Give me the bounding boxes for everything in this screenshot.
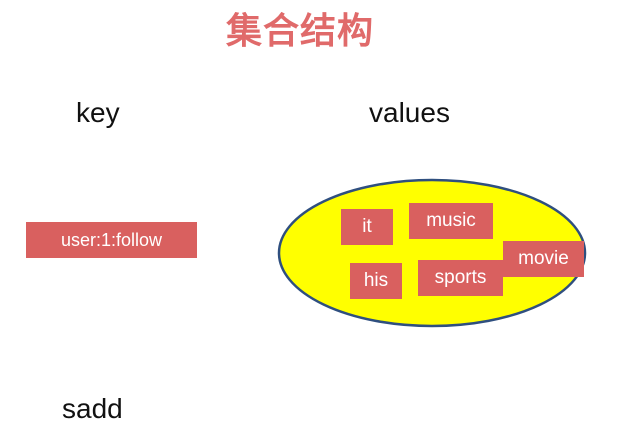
set-member-his: his [350,263,402,299]
values-heading: values [369,97,450,128]
slide-title: 集合结构 [225,11,374,52]
set-member-movie: movie [503,241,584,277]
command-label: sadd [62,393,123,424]
set-member-sports: sports [418,260,503,296]
key-heading: key [76,97,120,128]
set-member-music: music [409,203,493,239]
set-member-it: it [341,209,393,245]
key-box: user:1:follow [26,222,197,258]
